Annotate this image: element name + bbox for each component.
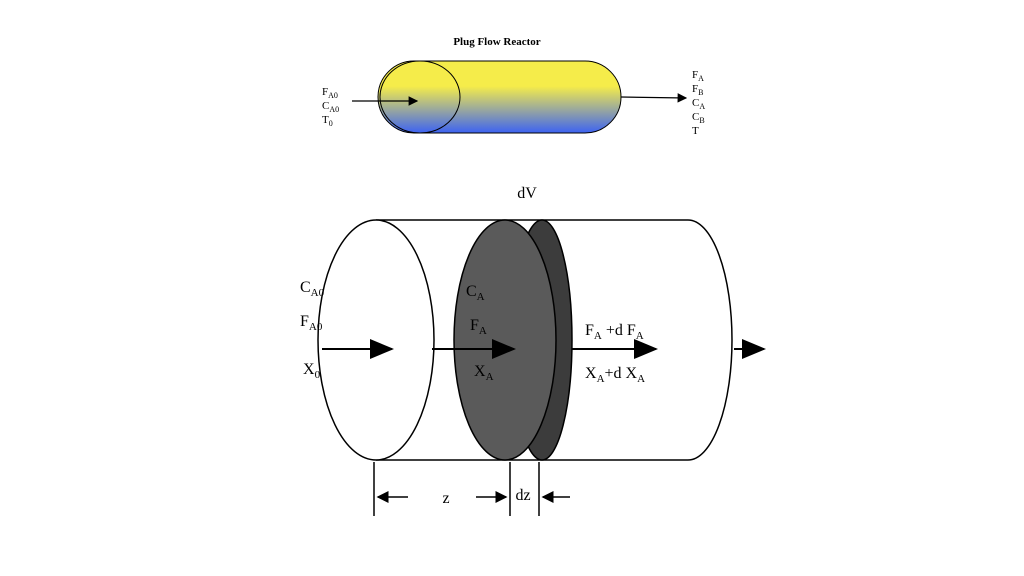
- plug-flow-reactor-diagram: Plug Flow Reactor FA0 CA0 T0 FA FB CA CB…: [322, 36, 705, 137]
- element-label: FA: [470, 317, 487, 337]
- dz-label: dz: [515, 487, 530, 504]
- inlet-label: T0: [322, 114, 333, 128]
- cylinder-right-end: [687, 219, 733, 461]
- outlet-label: FB: [692, 83, 703, 97]
- element-label: XA: [474, 363, 494, 383]
- inlet-label: FA0: [300, 313, 323, 333]
- slice-front-face: [453, 219, 557, 461]
- outlet-label: T: [692, 125, 699, 137]
- z-label: z: [442, 490, 449, 507]
- cylinder-left-end: [317, 219, 435, 461]
- outlet-label: CB: [692, 111, 705, 125]
- outlet-flow-label: FA +d FA: [585, 322, 644, 342]
- inlet-labels: FA0 CA0 T0: [322, 86, 339, 128]
- outlet-label: CA: [692, 97, 705, 111]
- outlet-label: FA: [692, 69, 704, 83]
- differential-element-diagram: dV CA0 FA0 X0 CA FA XA FA +d FA XA+d XA …: [300, 185, 766, 516]
- dimension-markers: [373, 462, 570, 516]
- outlet-arrow: [620, 93, 688, 103]
- dv-label: dV: [517, 185, 537, 202]
- inlet-label: CA0: [300, 279, 325, 299]
- inlet-label: FA0: [322, 86, 338, 100]
- element-label: CA: [466, 283, 485, 303]
- inlet-label: CA0: [322, 100, 339, 114]
- outlet-labels: FA FB CA CB T: [692, 69, 705, 137]
- outlet-conversion-label: XA+d XA: [585, 365, 645, 385]
- reactor-inlet-cap: [379, 60, 461, 134]
- inlet-label: X0: [303, 361, 321, 381]
- reactor-vessel: [377, 60, 622, 134]
- diagram-title: Plug Flow Reactor: [453, 36, 540, 48]
